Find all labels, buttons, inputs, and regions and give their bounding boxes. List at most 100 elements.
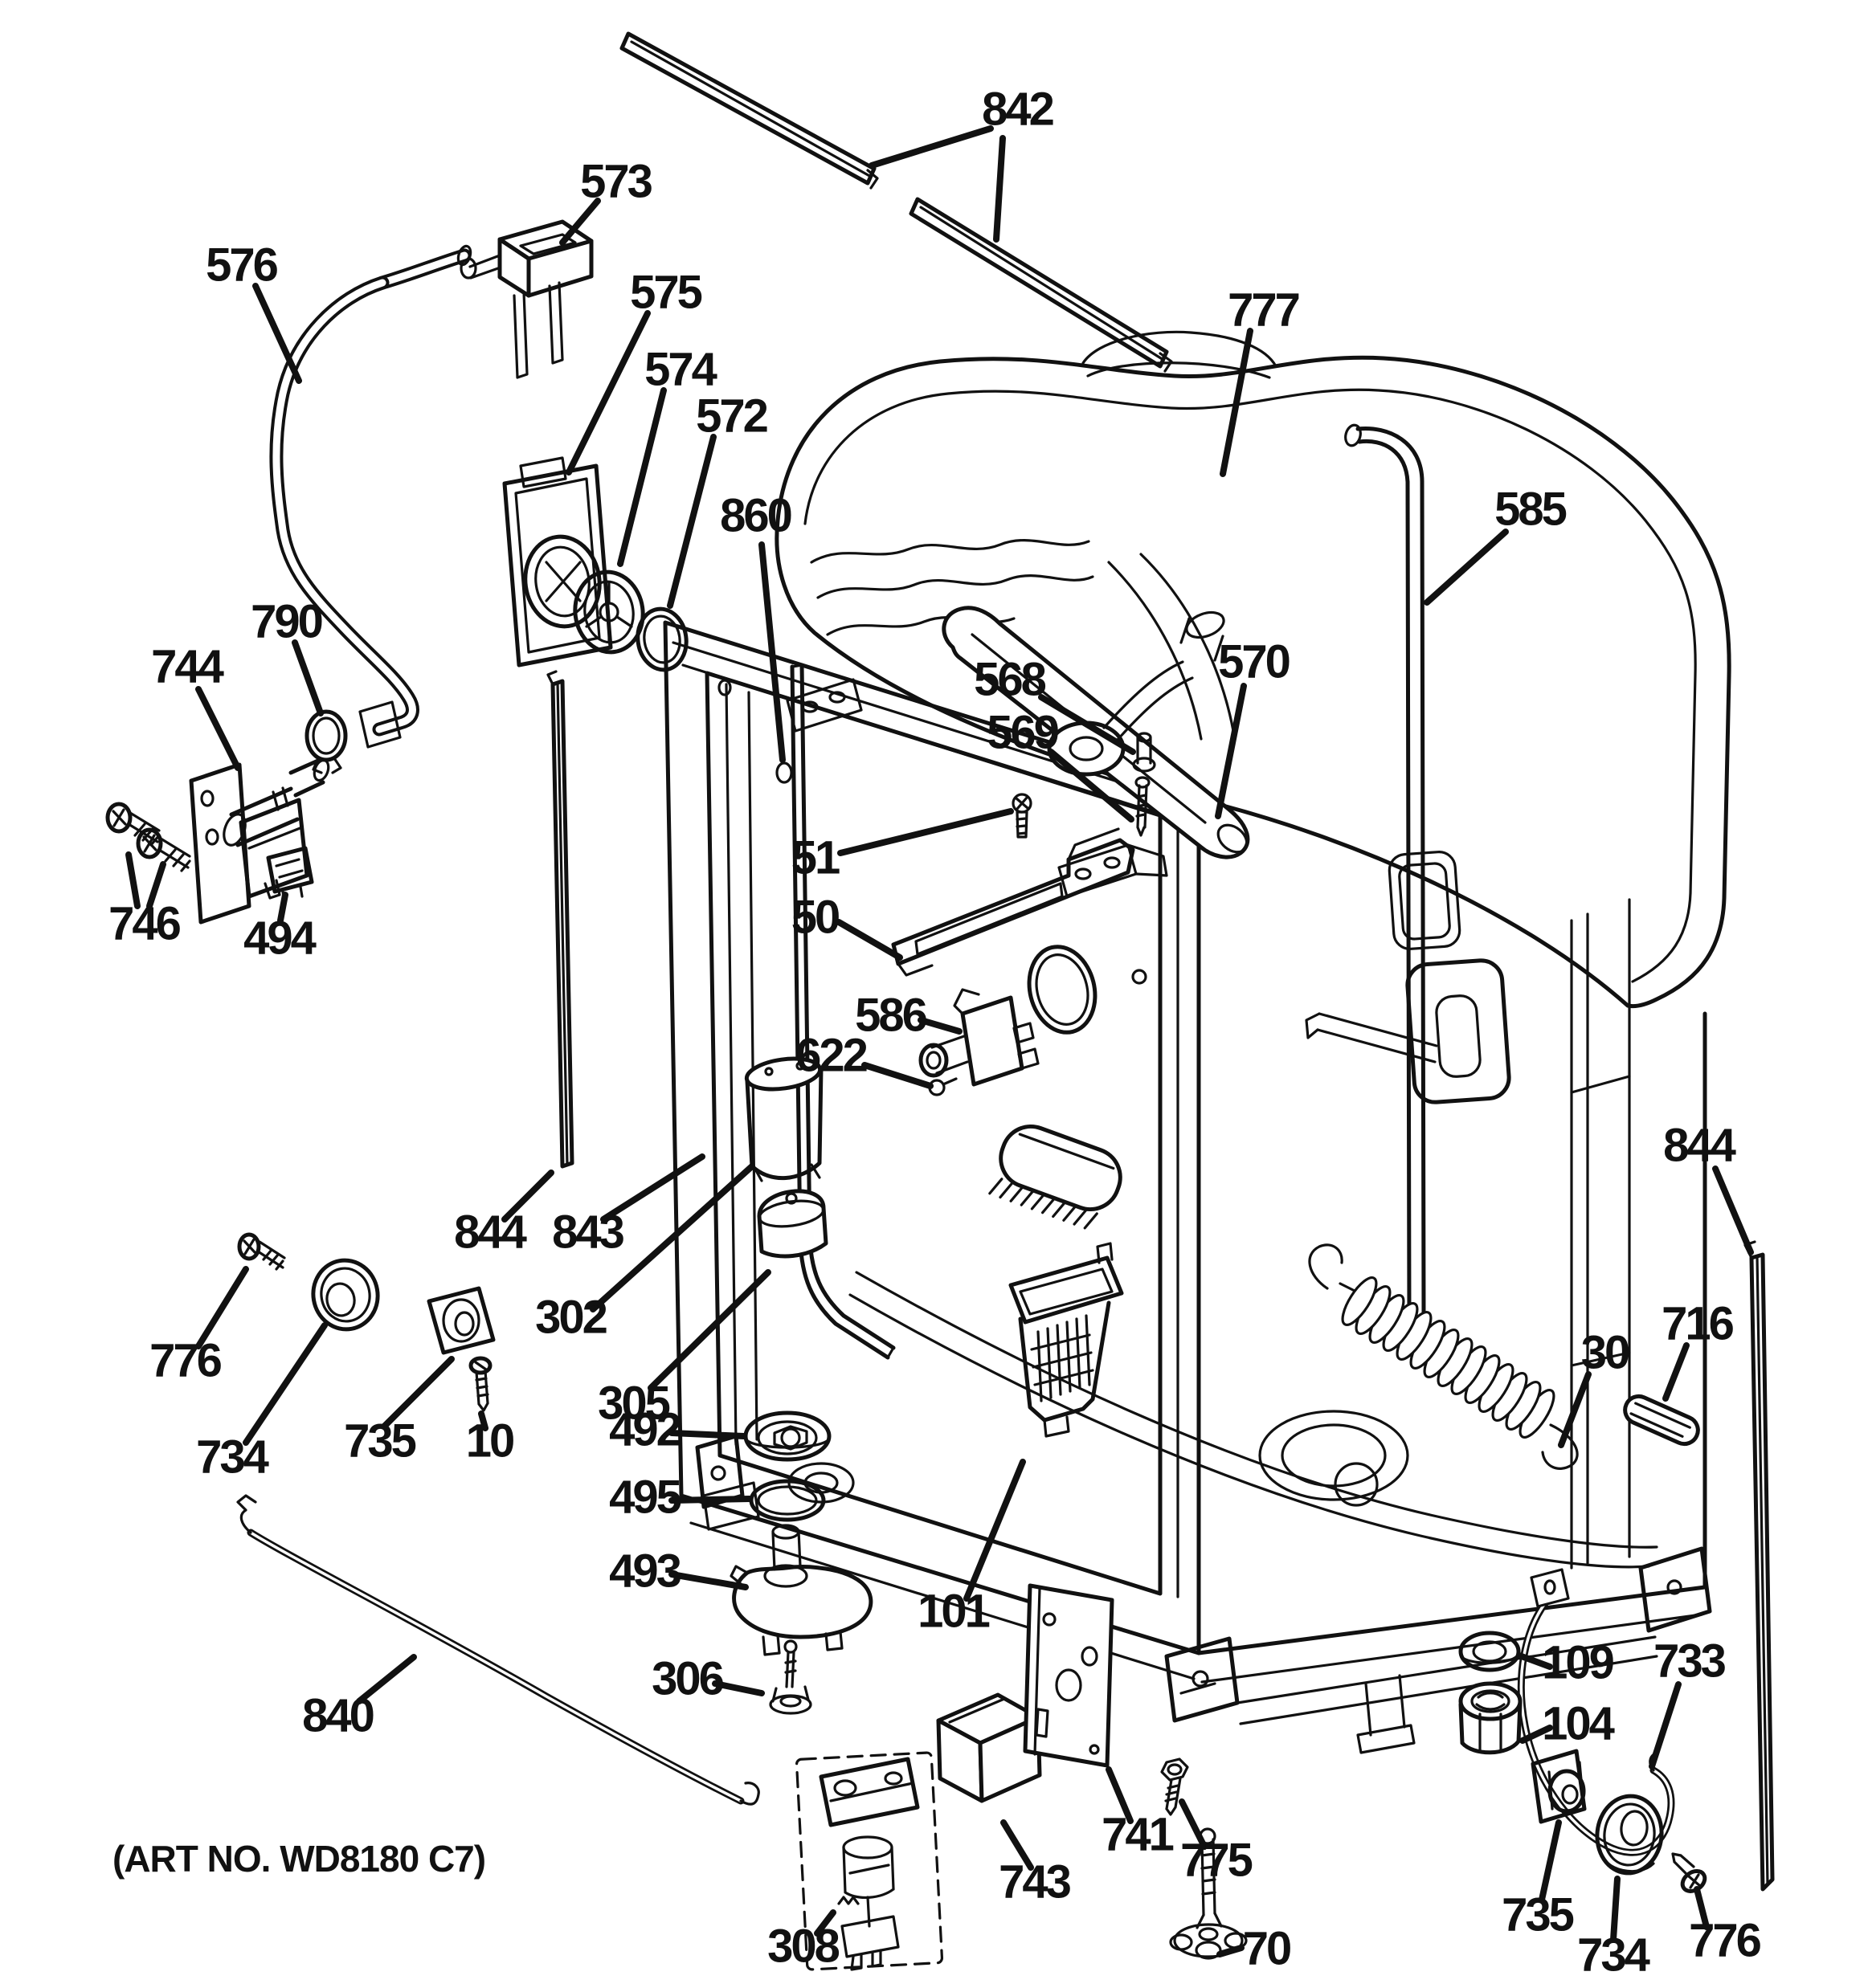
leader-line — [125, 851, 141, 909]
callout-585: 585 — [1494, 483, 1567, 535]
leader-line — [758, 541, 786, 763]
callout-306: 306 — [652, 1652, 724, 1704]
leader-line — [668, 1571, 749, 1590]
leader-line — [1216, 1945, 1245, 1957]
callout-104: 104 — [1542, 1697, 1615, 1749]
left-screw — [237, 1232, 286, 1271]
right-seal-strip — [1743, 1240, 1775, 1892]
terminal-screw — [928, 1077, 958, 1096]
callout-586: 586 — [855, 989, 927, 1041]
callout-leader-lines — [125, 125, 1754, 1957]
right-shaft-seal — [1595, 1794, 1664, 1876]
leader-line — [356, 1654, 417, 1704]
callout-844-right: 844 — [1663, 1119, 1736, 1171]
leader-line — [837, 808, 1014, 856]
callout-494: 494 — [243, 912, 317, 964]
leader-line — [668, 1496, 753, 1504]
callout-574: 574 — [644, 343, 717, 395]
leader-line — [243, 1322, 328, 1446]
callout-860: 860 — [720, 489, 791, 541]
left-grommet — [427, 1286, 496, 1355]
leader-line — [292, 639, 324, 716]
callout-735-left: 735 — [344, 1414, 416, 1467]
callout-775: 775 — [1180, 1834, 1253, 1886]
water-inlet-valve — [189, 757, 330, 925]
leader-line — [566, 310, 651, 476]
leader-line — [1220, 328, 1253, 477]
leader-line — [1215, 683, 1247, 819]
callout-734-right: 734 — [1577, 1929, 1650, 1981]
leader-line — [1649, 1681, 1682, 1770]
float-switch-kit — [795, 1751, 944, 1971]
callout-493: 493 — [609, 1545, 681, 1597]
callout-743: 743 — [999, 1855, 1071, 1908]
diagram-line-art — [105, 31, 1775, 1971]
callout-101: 101 — [918, 1585, 990, 1637]
callout-109: 109 — [1542, 1636, 1614, 1688]
callout-733: 733 — [1653, 1635, 1726, 1687]
callout-570: 570 — [1218, 635, 1290, 688]
callout-569: 569 — [987, 706, 1059, 758]
sump-inlet — [730, 1524, 873, 1656]
leader-line — [1424, 529, 1509, 606]
bumper-pad — [1623, 1394, 1700, 1447]
leader-line — [590, 1163, 755, 1312]
pump-motor — [744, 1056, 824, 1182]
leader-line — [712, 1680, 765, 1696]
leader-line — [963, 1459, 1026, 1602]
callout-labels: 842 573 576 575 574 572 860 777 585 570 … — [108, 83, 1764, 1981]
right-grommet — [1531, 1749, 1587, 1824]
art-number: (ART NO. WD8180 C7) — [112, 1838, 485, 1880]
detergent-basket — [1008, 1242, 1124, 1438]
leader-line — [1558, 1371, 1592, 1448]
callout-51: 51 — [791, 831, 840, 884]
left-shaft-seal — [311, 1258, 380, 1332]
leader-line — [1694, 1886, 1710, 1930]
callout-622: 622 — [795, 1029, 867, 1081]
callout-790: 790 — [251, 595, 322, 647]
valve-screws — [105, 802, 191, 872]
leader-line — [667, 434, 717, 609]
rail-screw — [1012, 793, 1032, 839]
callout-576: 576 — [206, 239, 278, 291]
leader-line — [861, 1062, 934, 1089]
callout-842: 842 — [982, 83, 1053, 135]
sump-hub — [743, 1410, 832, 1462]
leader-line — [1712, 1165, 1754, 1255]
callout-776-right: 776 — [1689, 1914, 1761, 1966]
leader-line — [1662, 1342, 1690, 1402]
right-screw — [1671, 1852, 1707, 1893]
leader-line — [559, 198, 601, 246]
callout-568: 568 — [974, 653, 1046, 705]
callout-70: 70 — [1243, 1922, 1290, 1974]
callout-716: 716 — [1662, 1297, 1734, 1349]
leader-line — [195, 1266, 249, 1349]
access-plate — [1023, 1583, 1114, 1768]
leader-line — [1539, 1819, 1562, 1903]
vent-fan-disc — [573, 569, 645, 655]
callout-746: 746 — [108, 897, 181, 949]
callout-840: 840 — [302, 1689, 374, 1741]
leader-line — [1516, 1652, 1553, 1670]
rail-strip-upper — [619, 31, 879, 190]
callout-30: 30 — [1581, 1326, 1629, 1378]
callout-744: 744 — [151, 640, 224, 692]
water-conduit-pipe — [1344, 423, 1448, 1349]
leader-line — [195, 686, 241, 771]
callout-776-left: 776 — [149, 1334, 222, 1386]
leader-line — [918, 1017, 963, 1035]
door-spring — [1308, 1243, 1579, 1470]
callout-492: 492 — [609, 1403, 681, 1455]
heater-terminal — [918, 988, 1040, 1087]
callout-741: 741 — [1102, 1808, 1174, 1860]
left-seal-strip — [546, 670, 574, 1169]
leader-line — [1048, 749, 1134, 823]
mounting-nut — [1458, 1681, 1523, 1755]
spray-arm-pin — [1132, 732, 1156, 773]
leader-line — [381, 1356, 455, 1430]
callout-843: 843 — [552, 1206, 624, 1258]
leader-line — [478, 1410, 488, 1431]
junction-bracket — [460, 219, 594, 379]
sump-stem — [769, 1639, 812, 1715]
